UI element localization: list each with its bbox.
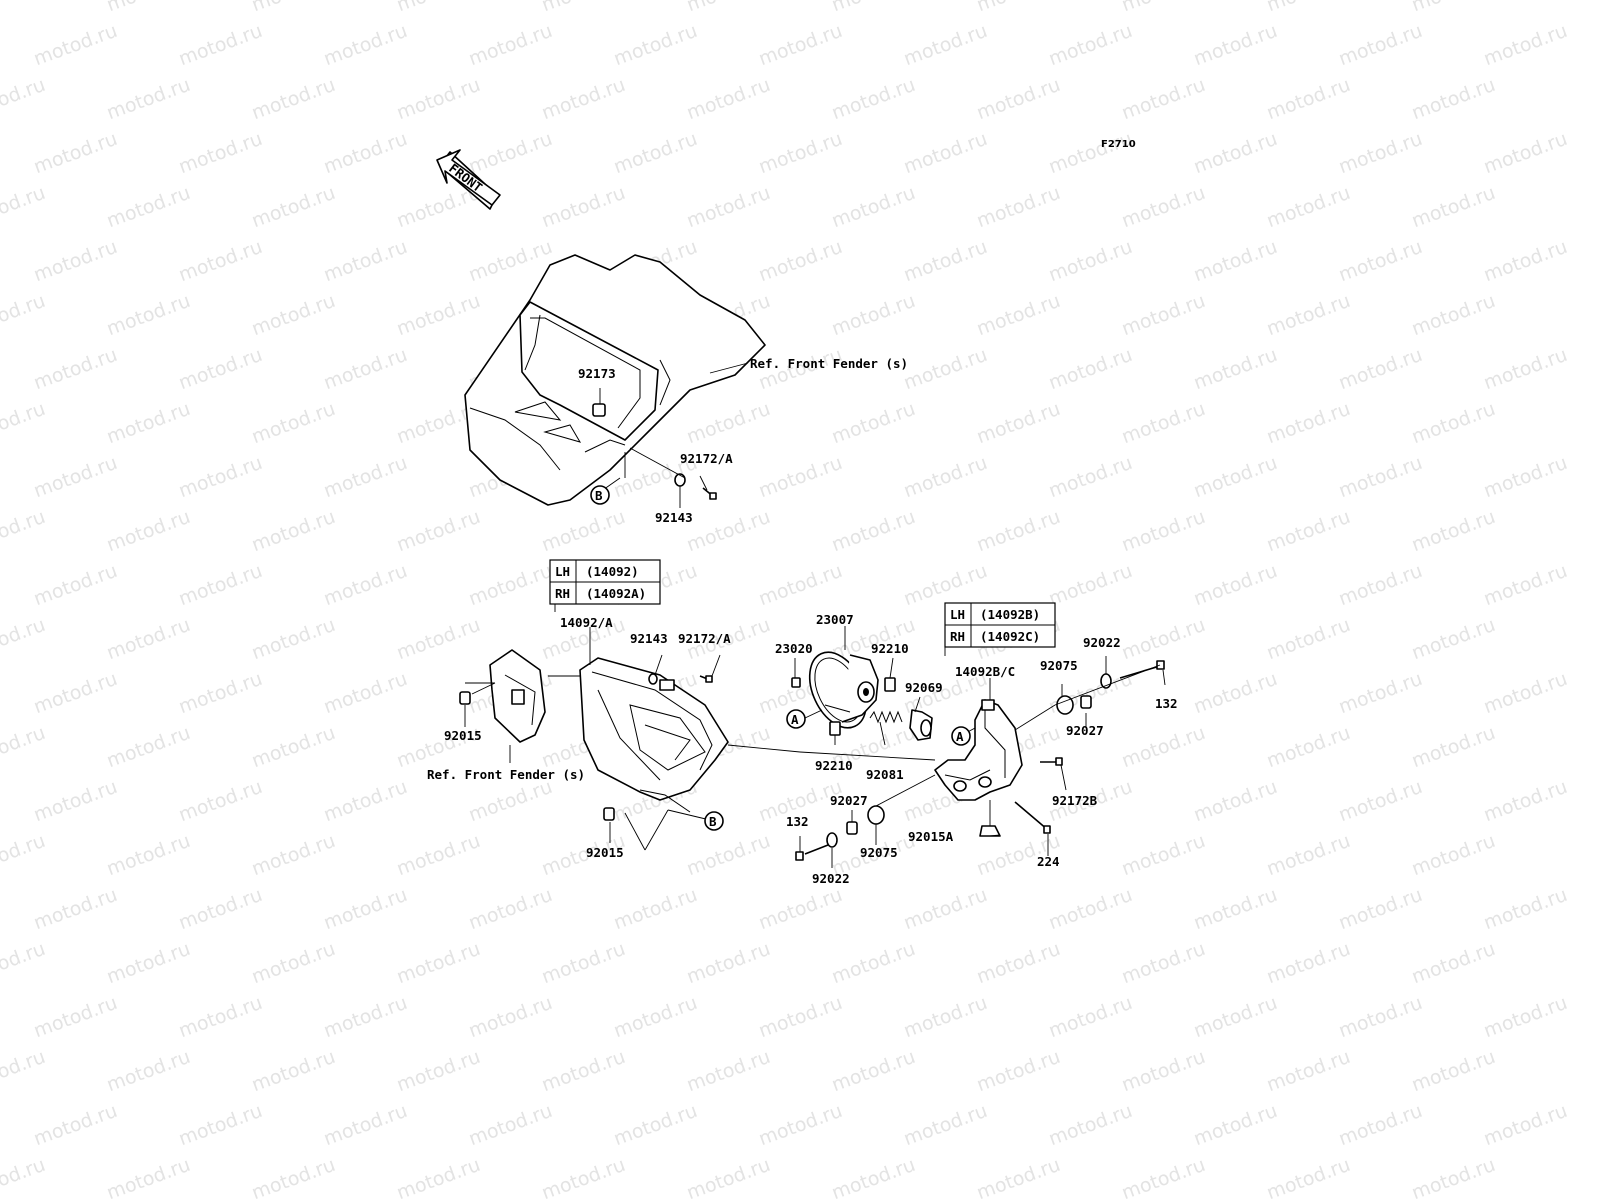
- collar-92027-right-icon: [1080, 695, 1092, 709]
- callout-b-top: B: [590, 485, 610, 505]
- right-leader-lines: [799, 656, 1166, 868]
- part-label-92173: 92173: [578, 366, 616, 381]
- part-label-92210-top: 92210: [871, 641, 909, 656]
- svg-text:A: A: [956, 729, 964, 744]
- front-fender-part: [464, 254, 766, 506]
- small-bracket-part: [489, 649, 546, 743]
- lh-rh-table-left: LH (14092) RH (14092A): [549, 559, 661, 612]
- bolt-92172-left-icon: [699, 675, 713, 683]
- lh-rh-table-right: LH (14092B) RH (14092C): [944, 602, 1056, 656]
- table-left-lh: LH: [555, 564, 570, 579]
- bolt-224-icon: [1014, 801, 1051, 834]
- part-label-92022-lower: 92022: [812, 871, 850, 886]
- adjuster-92069-icon: [909, 709, 933, 741]
- nut-92015-bottom-icon: [603, 807, 615, 821]
- table-left-rh-part: (14092A): [586, 586, 646, 601]
- part-label-92143-left: 92143: [630, 631, 668, 646]
- washer-92143-icon: [674, 473, 686, 487]
- rubber-92015a-icon: [979, 825, 1001, 837]
- table-right-rh: RH: [950, 629, 965, 644]
- part-label-132-right: 132: [1155, 696, 1178, 711]
- bolt-132-lower-icon: [795, 844, 829, 861]
- part-label-23020: 23020: [775, 641, 813, 656]
- part-label-92022-right: 92022: [1083, 635, 1121, 650]
- washer-92143-left-icon: [648, 673, 658, 685]
- callout-a-right: A: [951, 726, 971, 746]
- part-label-92172-a-top: 92172/A: [680, 451, 733, 466]
- part-label-92027-lower: 92027: [830, 793, 868, 808]
- svg-text:B: B: [595, 488, 603, 503]
- grommet-92075-lower-icon: [867, 805, 885, 825]
- headlight-housing-part: [579, 657, 729, 813]
- top-ref-front-fender-label: Ref. Front Fender (s): [750, 356, 908, 371]
- bolt-92172b-icon: [1040, 757, 1063, 766]
- part-label-92210-lower: 92210: [815, 758, 853, 773]
- table-left-rh: RH: [555, 586, 570, 601]
- headlight-lamp-part: [808, 651, 879, 729]
- part-label-92015-left: 92015: [444, 728, 482, 743]
- callout-b-left: B: [704, 811, 724, 831]
- part-label-92015a: 92015A: [908, 829, 954, 844]
- svg-text:A: A: [791, 712, 799, 727]
- part-label-92172b: 92172B: [1052, 793, 1098, 808]
- table-right-rh-part: (14092C): [980, 629, 1040, 644]
- part-label-92172-a-left: 92172/A: [678, 631, 731, 646]
- figure-code: F2710: [1101, 139, 1136, 150]
- clip-92210-top-icon: [884, 677, 896, 692]
- washer-92022-lower-icon: [826, 832, 838, 848]
- part-label-92075-right: 92075: [1040, 658, 1078, 673]
- mount-bracket-part: [934, 699, 1023, 801]
- part-label-92143-top: 92143: [655, 510, 693, 525]
- clip-92210-lower-icon: [829, 721, 841, 736]
- fastener-92173-icon: [592, 403, 606, 417]
- nut-92015-left-icon: [459, 691, 471, 705]
- part-label-14092-a: 14092/A: [560, 615, 613, 630]
- part-label-23007: 23007: [816, 612, 854, 627]
- grommet-92075-right-icon: [1056, 695, 1074, 715]
- part-label-92075-lower: 92075: [860, 845, 898, 860]
- nut-23020-icon: [791, 677, 801, 688]
- bolt-92172-icon: [702, 487, 717, 500]
- part-label-92081: 92081: [866, 767, 904, 782]
- callout-a-left: A: [786, 709, 806, 729]
- part-label-92027-right: 92027: [1066, 723, 1104, 738]
- part-label-92069: 92069: [905, 680, 943, 695]
- collar-92027-lower-icon: [846, 821, 858, 835]
- part-label-14092b-c: 14092B/C: [955, 664, 1015, 679]
- left-leader-lines: [464, 627, 936, 851]
- part-label-224: 224: [1037, 854, 1060, 869]
- table-right-lh-part: (14092B): [980, 607, 1040, 622]
- table-right-lh: LH: [950, 607, 965, 622]
- svg-text:B: B: [709, 814, 717, 829]
- bolt-132-right-icon: [1119, 660, 1165, 679]
- left-ref-front-fender-label: Ref. Front Fender (s): [427, 767, 585, 782]
- table-left-lh-part: (14092): [586, 564, 639, 579]
- part-label-92015-bottom: 92015: [586, 845, 624, 860]
- front-arrow-icon: FRONT: [436, 149, 501, 210]
- part-label-132-lower: 132: [786, 814, 809, 829]
- spring-92081-icon: [869, 710, 903, 724]
